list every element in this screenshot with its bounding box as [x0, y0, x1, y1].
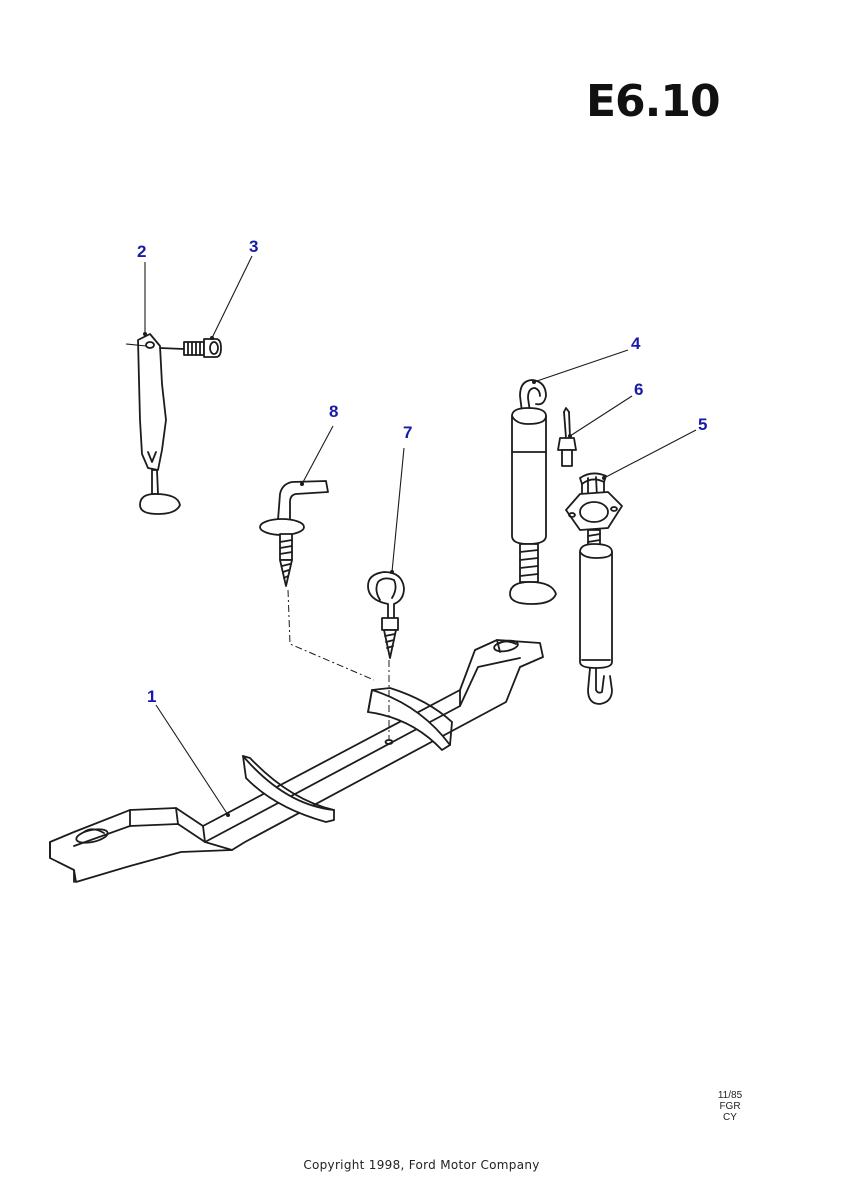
page-code: E6.10: [586, 76, 721, 127]
callout-7: 7: [403, 423, 412, 442]
leader-6: [569, 395, 633, 437]
date-code-line-1: 11/85: [717, 1090, 743, 1101]
callout-8: 8: [329, 402, 338, 421]
date-code-line-2: FGR: [719, 1101, 741, 1112]
callout-6: 6: [634, 380, 643, 399]
callout-5: 5: [698, 415, 707, 434]
date-code-line-3: CY: [723, 1112, 737, 1123]
part-3-bolt: [159, 338, 222, 358]
part-2-bracket: [125, 333, 181, 515]
leader-3: [211, 255, 253, 339]
part-8-hook-screw: [259, 480, 329, 587]
part-4-damper: [509, 379, 557, 605]
date-code: 11/85 FGR CY: [700, 1090, 760, 1123]
part-7-eye-screw: [367, 571, 405, 659]
copyright-notice: Copyright 1998, Ford Motor Company: [303, 1158, 540, 1172]
part-1-support-bar: [49, 639, 544, 883]
callout-1: 1: [147, 687, 156, 706]
callout-3: 3: [249, 237, 258, 256]
callout-4: 4: [631, 334, 641, 353]
part-5-adjuster: [565, 472, 623, 705]
leader-8: [301, 425, 334, 485]
leader-7: [391, 447, 405, 573]
callout-2: 2: [137, 242, 146, 261]
assembly-line-8: [287, 589, 375, 681]
part-6-pin: [557, 407, 577, 467]
leader-5: [603, 429, 697, 479]
leader-1: [155, 704, 229, 816]
leader-4: [533, 349, 629, 383]
